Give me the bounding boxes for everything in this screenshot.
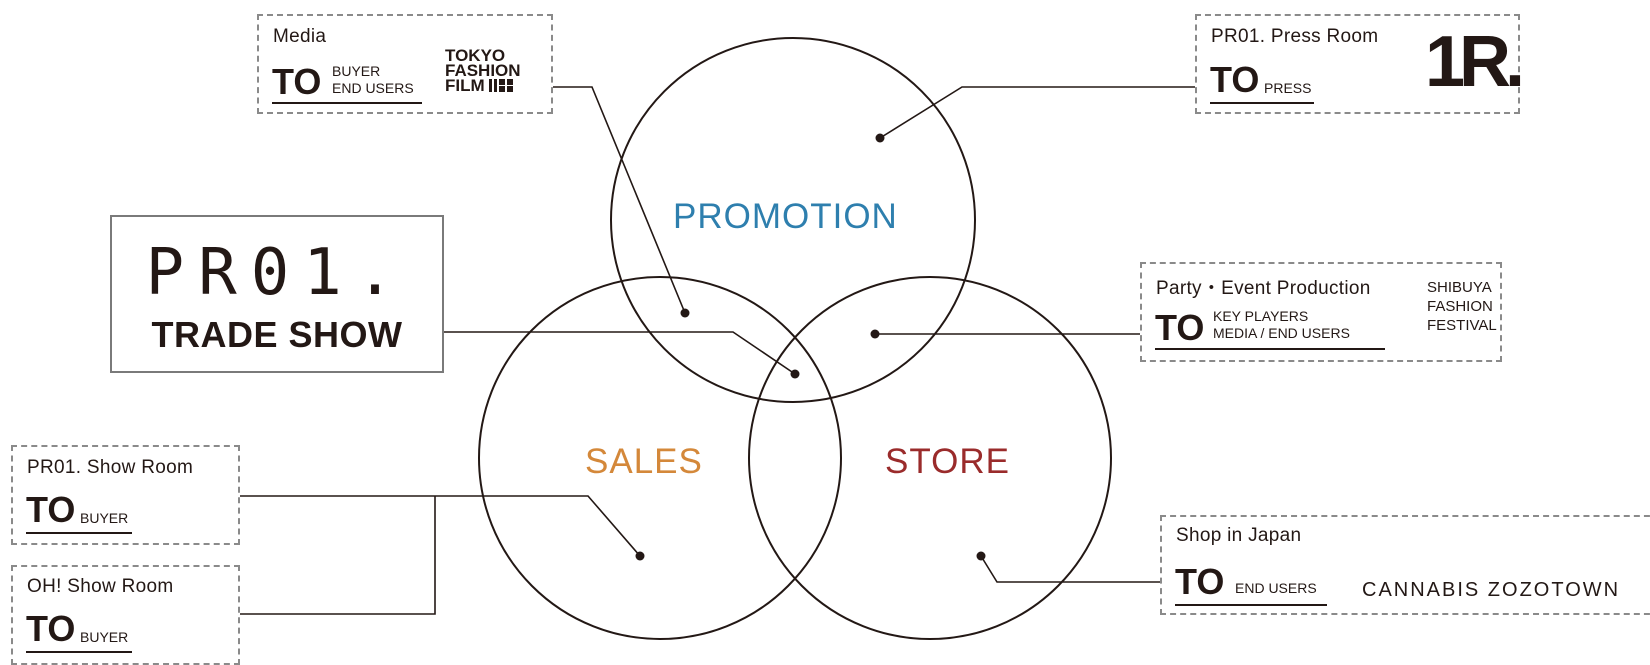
trade-show-box: PR01. TRADE SHOW [110, 215, 444, 373]
sales-circle [478, 276, 842, 640]
sales-label: SALES [585, 442, 703, 481]
tff-line-2: FASHION [445, 61, 521, 80]
tokyo-fashion-film-logo: TOKYO FASHION FILM [445, 46, 521, 95]
press-room-title: PR01. Press Room [1211, 26, 1379, 47]
shibuya-fashion-festival-logo: SHIBUYA FASHION FESTIVAL [1427, 278, 1497, 335]
shop-japan-box: Shop in Japan TO END USERS CANNABIS ZOZO… [1160, 515, 1650, 615]
trade-show-connector [444, 331, 796, 375]
pr01-show-room-title: PR01. Show Room [27, 457, 194, 478]
media-box: Media TO BUYER END USERS TOKYO FASHION F… [257, 14, 553, 114]
press-room-audience: PRESS [1264, 80, 1312, 96]
media-audience-1: BUYER [332, 63, 381, 79]
sales-dot [635, 551, 645, 561]
press-room-box: PR01. Press Room TO PRESS 1R. [1195, 14, 1525, 114]
press-room-underline [1210, 102, 1314, 104]
media-to: TO [272, 61, 322, 102]
party-audience-1: KEY PLAYERS [1213, 308, 1309, 324]
press-room-connector [879, 86, 1195, 139]
media-dot [680, 308, 690, 318]
pr01-show-room-underline [26, 532, 132, 534]
shop-japan-title: Shop in Japan [1176, 525, 1302, 546]
party-audience-2: MEDIA / END USERS [1213, 325, 1350, 341]
store-label: STORE [885, 442, 1010, 481]
pr01-show-room-to: TO [26, 489, 76, 530]
sff-line-2: FASHION [1427, 298, 1493, 315]
media-connector [553, 86, 686, 314]
pr01-logo: PR01. [145, 236, 409, 310]
promotion-circle [610, 37, 976, 403]
cannabis-zozotown-logo: CANNABIS ZOZOTOWN [1362, 579, 1621, 601]
sff-line-3: FESTIVAL [1427, 317, 1497, 334]
party-dot [870, 329, 880, 339]
press-room-to: TO [1210, 59, 1260, 100]
tff-line-3: FILM [445, 76, 515, 95]
tff-film-text: FILM [445, 76, 485, 95]
promotion-label: PROMOTION [673, 197, 898, 236]
media-underline [272, 102, 422, 104]
pr01-show-room-audience: BUYER [80, 510, 129, 526]
media-title: Media [273, 26, 327, 47]
store-dot [976, 551, 986, 561]
oh-show-room-title: OH! Show Room [27, 576, 174, 597]
shop-japan-to: TO [1175, 561, 1225, 602]
party-box: Party・Event Production TO KEY PLAYERS ME… [1140, 262, 1502, 362]
party-underline [1155, 348, 1385, 350]
store-circle [748, 276, 1112, 640]
tff-line-1: TOKYO [445, 46, 506, 65]
tff-mark-icon [488, 79, 513, 92]
party-to: TO [1155, 307, 1205, 348]
shop-japan-audience: END USERS [1235, 580, 1317, 596]
press-dot [875, 133, 885, 143]
oh-show-room-underline [26, 651, 132, 653]
oh-show-room-audience: BUYER [80, 629, 129, 645]
1r-logo: 1R. [1425, 22, 1525, 102]
trade-show-title: TRADE SHOW [151, 314, 403, 355]
media-audience-2: END USERS [332, 80, 414, 96]
oh-show-room-box: OH! Show Room TO BUYER [11, 565, 240, 665]
sff-line-1: SHIBUYA [1427, 279, 1492, 296]
center-dot [790, 369, 800, 379]
oh-show-room-to: TO [26, 608, 76, 649]
oh-showroom-connector [240, 496, 436, 615]
showroom-connector [240, 495, 641, 557]
shop-japan-underline [1175, 604, 1327, 606]
party-title: Party・Event Production [1156, 278, 1371, 299]
pr01-show-room-box: PR01. Show Room TO BUYER [11, 445, 240, 545]
shop-connector [980, 555, 1160, 583]
